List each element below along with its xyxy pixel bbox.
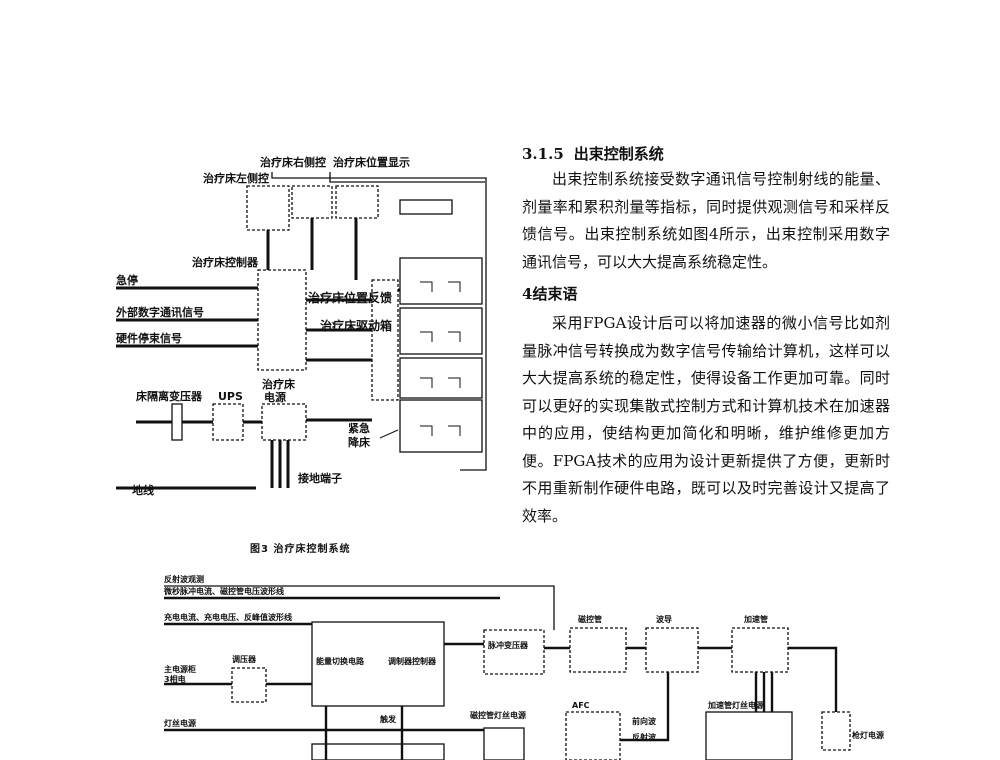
label-external-digital: 外部数字通讯信号 [115,305,204,319]
label-bed-left: 治疗床左侧控 [203,171,269,185]
label-bed-controller: 治疗床控制器 [192,255,259,269]
section-number: 3.1.5 [522,145,564,163]
label-energy-switch: 能量切换电路 [316,656,365,666]
label-main-power-2: 3相电 [164,674,186,684]
label-isolation-transformer: 床隔离变压器 [136,389,203,403]
label-ground-wire: 地线 [132,483,154,497]
label-filament: 灯丝电源 [164,718,196,728]
label-charge-line: 充电电流、充电电压、反峰值波形线 [164,612,292,622]
label-magnetron-filament: 磁控管灯丝电源 [470,710,526,720]
paragraph-conclusion: 采用FPGA设计后可以将加速器的微小信号比如剂量脉冲信号转换成为数字信号传输给计… [522,314,890,525]
label-reflect-wave: 反射波观测 [164,574,204,584]
section-title: 出束控制系统 [573,145,664,163]
label-gun-filament: 加速管灯丝电源 [707,700,764,710]
label-position-feedback: 治疗床位置反馈 [308,290,392,305]
label-ups: UPS [218,390,243,403]
label-trigger-line: 微秒脉冲电流、磁控管电压波形线 [163,586,284,596]
label-pulse-transformer: 脉冲变压器 [487,640,529,650]
label-emergency-2: 降床 [348,435,371,449]
label-hardware-interlock: 硬件停束信号 [116,331,182,345]
label-trigger: 触发 [380,714,397,724]
figure-3-caption: 图3 治疗床控制系统 [250,544,351,555]
section-number: 4 [522,285,533,303]
label-drive-box: 治疗床驱动箱 [320,318,392,333]
label-bed-position-display: 治疗床位置显示 [333,155,410,169]
text-column: 3.1.5 出束控制系统 出束控制系统接受数字通讯信号控制射线的能量、剂量率和累积… [522,142,890,530]
label-gun-power: 枪灯电源 [852,730,884,740]
label-accelerator: 加速管 [743,614,768,624]
label-emergency-1: 紧急 [348,421,370,435]
label-ground-terminal: 接地端子 [298,471,342,485]
label-waveguide: 波导 [656,614,672,624]
label-voltage-reg: 调压器 [232,654,257,664]
section-3-1-5-heading: 3.1.5 出束控制系统 [522,142,890,166]
paragraph-beam-control: 出束控制系统接受数字通讯信号控制射线的能量、剂量率和累积剂量等指标，同时提供观测… [522,170,890,271]
section-4-heading: 4结束语 [522,282,890,306]
label-bed-power-1: 治疗床 [262,377,296,391]
label-afc: AFC [572,701,590,710]
label-magnetron: 磁控管 [578,614,602,624]
label-bed-power-2: 电源 [264,390,286,404]
label-emergency-stop: 急停 [116,273,138,287]
label-bed-right: 治疗床右侧控 [260,155,326,169]
label-modulator: 调制器控制器 [388,656,437,666]
label-reflected-wave: 反射波 [632,732,657,742]
section-title: 结束语 [532,285,578,303]
label-forward-wave: 前向波 [632,716,657,726]
label-main-power-1: 主电源柜 [164,664,196,674]
